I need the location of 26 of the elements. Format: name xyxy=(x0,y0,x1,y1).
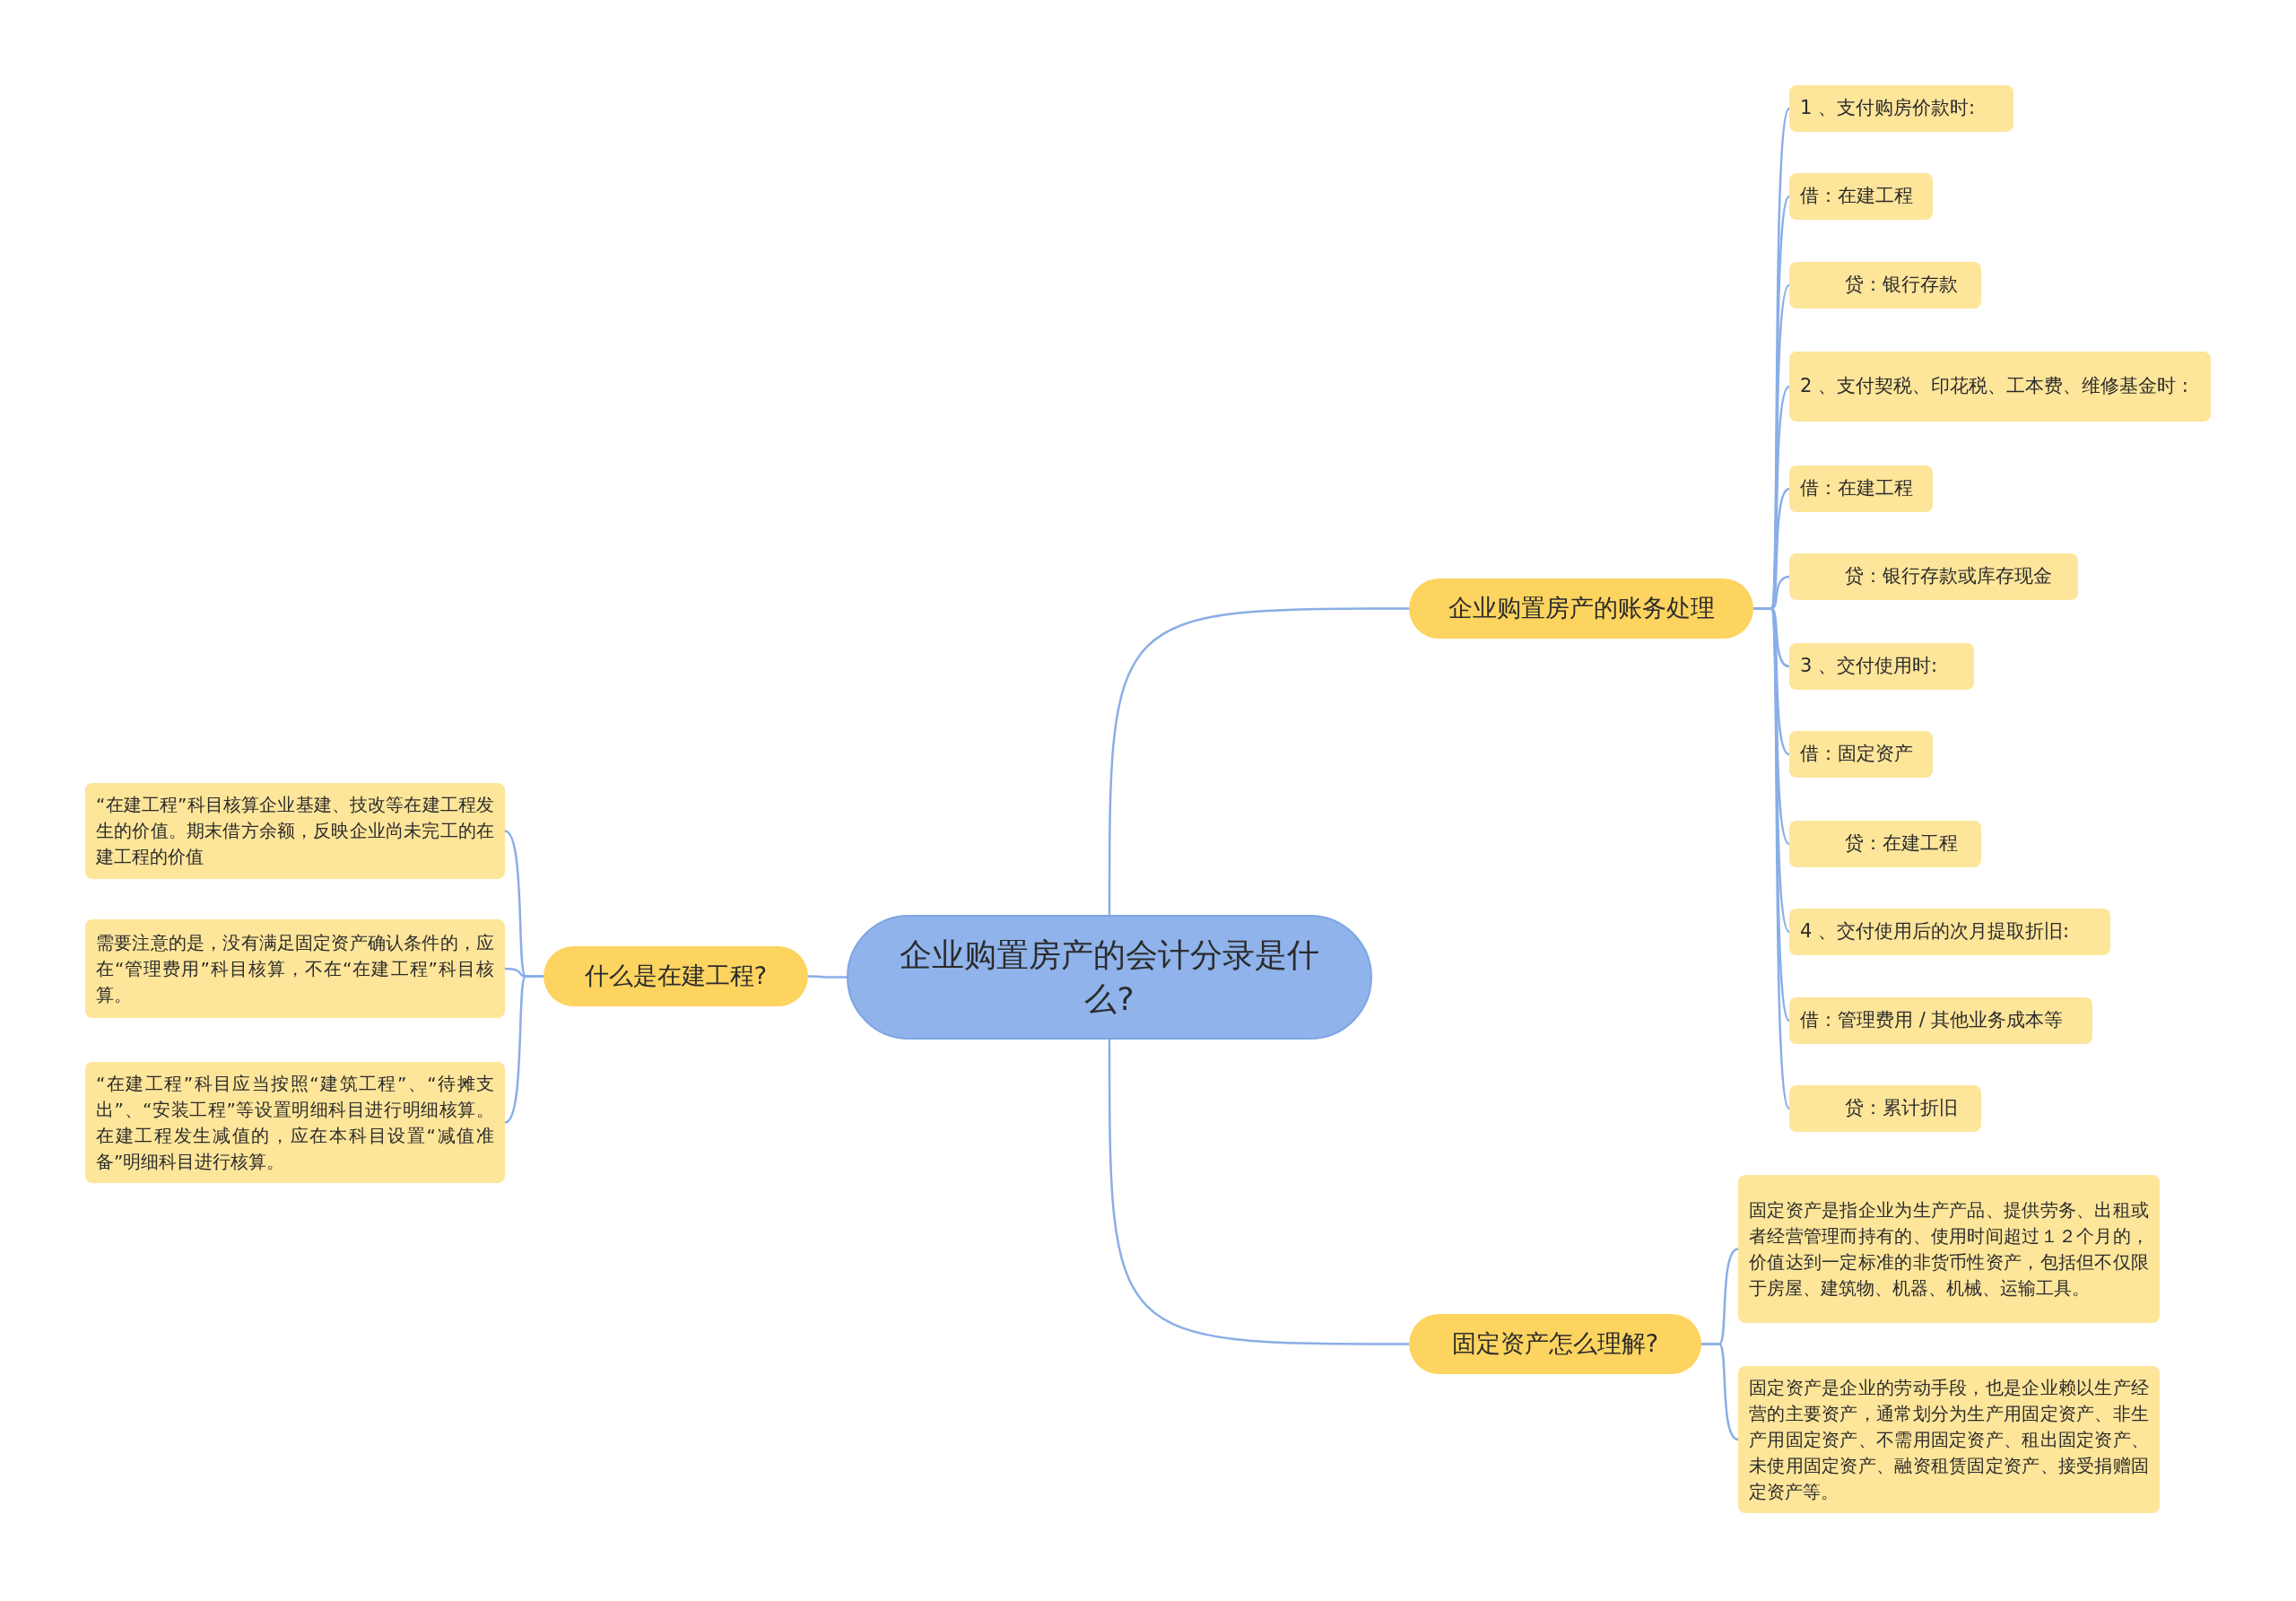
leaf-topic: 贷：累计折旧 xyxy=(1789,1085,1981,1132)
connector-line xyxy=(1108,607,1409,915)
branch-topic: 固定资产怎么理解? xyxy=(1409,1314,1701,1374)
leaf-topic: 4 、交付使用后的次月提取折旧: xyxy=(1789,909,2110,955)
central-topic: 企业购置房产的会计分录是什么? xyxy=(847,915,1372,1040)
leaf-topic: 3 、交付使用时: xyxy=(1789,643,1974,690)
leaf-topic: 贷：银行存款或库存现金 xyxy=(1789,553,2078,600)
leaf-topic: 2 、支付契税、印花税、工本费、维修基金时 : xyxy=(1789,352,2211,422)
leaf-topic: 贷：在建工程 xyxy=(1789,821,1981,867)
leaf-topic: 借：在建工程 xyxy=(1789,173,1933,220)
branch-topic: 什么是在建工程? xyxy=(544,946,808,1006)
note-topic: 需要注意的是，没有满足固定资产确认条件的，应在“管理费用”科目核算，不在“在建工程”科目核算。 xyxy=(85,919,505,1018)
leaf-topic: 借：固定资产 xyxy=(1789,731,1933,778)
connector-line xyxy=(504,975,544,1124)
branch-topic: 企业购置房产的账务处理 xyxy=(1409,579,1753,639)
note-topic: “在建工程”科目应当按照“建筑工程”、“待摊支出”、“安装工程”等设置明细科目进行明细核算。在建工程发生减值的，应在本科目设置“减值准备”明细科目进行核算。 xyxy=(85,1062,505,1183)
leaf-topic: 借：在建工程 xyxy=(1789,466,1933,512)
connector-line xyxy=(1108,1040,1409,1345)
leaf-topic: 贷：银行存款 xyxy=(1789,262,1981,309)
leaf-topic: 1 、支付购房价款时: xyxy=(1789,85,2013,132)
connector-line xyxy=(808,975,847,979)
note-topic: “在建工程”科目核算企业基建、技改等在建工程发生的价值。期末借方余额，反映企业尚未完工的在建工程的价值 xyxy=(85,783,505,879)
leaf-topic: 借：管理费用 / 其他业务成本等 xyxy=(1789,997,2092,1044)
connector-line xyxy=(1701,1343,1739,1441)
note-topic: 固定资产是指企业为生产产品、提供劳务、出租或者经营管理而持有的、使用时间超过１２个月的，价值达到一定标准的非货币性资产，包括但不仅限于房屋、建筑物、机器、机械、运输工具。 xyxy=(1738,1175,2160,1323)
note-topic: 固定资产是企业的劳动手段，也是企业赖以生产经营的主要资产，通常划分为生产用固定资产、非生产用固定资产、不需用固定资产、租出固定资产、未使用固定资产、融资租赁固定资产、接受捐赠固定资产等。 xyxy=(1738,1366,2160,1513)
